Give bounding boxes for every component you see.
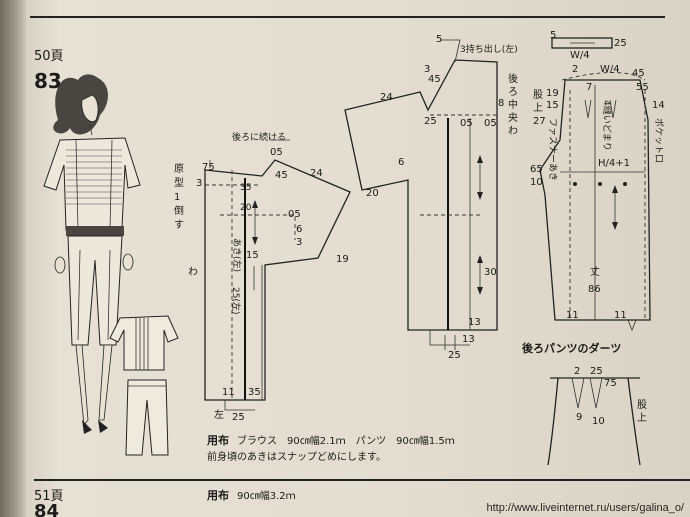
- pants-m-19: 19: [546, 88, 559, 99]
- bf-m-3b: 3: [296, 237, 302, 248]
- pants-pattern: [539, 37, 651, 332]
- pants-hip: H/4+1: [598, 158, 630, 169]
- bf-m-05a: 05: [270, 147, 283, 158]
- pants-m-15: 15: [546, 100, 559, 111]
- blouse-back-pleat: 3持ち出し(左): [460, 43, 518, 55]
- fabric-blouse: ブラウス 90㎝幅2.1ｍ パンツ 90㎝幅1.5ｍ: [237, 434, 455, 447]
- pattern-number: 83: [34, 69, 62, 93]
- page-ref-bottom: 51頁: [34, 489, 64, 504]
- blouse-front-original-1: 原: [174, 163, 184, 175]
- bb-m-05b: 05: [484, 118, 497, 129]
- figure-illustration: [43, 74, 141, 434]
- pants-seam: 4縫いどまり: [601, 100, 613, 151]
- book-fold: [0, 0, 26, 517]
- blouse-front-left: 左: [214, 408, 224, 421]
- pants-length-val: 86: [588, 284, 601, 295]
- pants-m-25: 25: [614, 38, 627, 49]
- pants-m-55: 55: [636, 82, 649, 93]
- bb-m-13a: 13: [468, 317, 481, 328]
- pants-m-14: 14: [652, 100, 665, 111]
- bf-m-25: 25: [232, 412, 245, 423]
- pants-pocket: ポケット口: [653, 118, 664, 163]
- blouse-front-original-5: す: [174, 219, 184, 231]
- bf-m-11: 11: [222, 387, 235, 398]
- flat-sketch-pants: [125, 379, 169, 456]
- blouse-back-center-3: 中: [508, 98, 518, 111]
- blouse-front-original-4: 倒: [174, 205, 184, 217]
- blouse-front-original-3: 1: [174, 192, 180, 203]
- blouse-front-note-top: 後ろに続ける: [232, 131, 286, 143]
- bf-m-19: 19: [336, 254, 349, 265]
- pants-crotch-1: 股: [533, 89, 543, 101]
- bb-m-05a: 05: [460, 118, 473, 129]
- page-ref-top: 50頁: [34, 49, 64, 64]
- bf-m-20: 20: [240, 203, 252, 213]
- fabric-label-2: 用布: [207, 488, 229, 502]
- bf-m-15: 15: [246, 250, 259, 261]
- bf-m-24: 24: [310, 168, 323, 179]
- bf-m-35a: 35: [240, 183, 251, 193]
- pants-m-2: 2: [572, 64, 578, 75]
- fabric-bottom: 90㎝幅3.2ｍ: [237, 489, 296, 502]
- pants-m-11b: 11: [614, 310, 627, 321]
- bb-m-8: 8: [498, 98, 504, 109]
- blouse-front-wa: わ: [188, 266, 198, 278]
- blouse-front-pattern: [204, 139, 351, 411]
- dart-diagram: [547, 377, 641, 466]
- flat-sketch-blouse: [109, 315, 179, 371]
- blouse-front-opening: あき(左): [231, 238, 243, 272]
- bf-m-75: 75: [202, 162, 215, 173]
- bf-m-3a: 3: [196, 178, 202, 189]
- blouse-back-pattern: [344, 39, 498, 350]
- pants-m-5: 5: [550, 30, 556, 41]
- bb-m-20: 20: [366, 188, 379, 199]
- bb-m-25b: 25: [448, 350, 461, 361]
- dart-crotch-2: 上: [637, 412, 647, 424]
- dart-title: 後ろパンツのダーツ: [522, 341, 621, 355]
- bf-m-6: 6: [296, 224, 302, 235]
- dart-m-2: 2: [574, 366, 580, 377]
- pants-length: 丈: [590, 266, 600, 278]
- pants-crotch-2: 上: [533, 102, 543, 114]
- fabric-note: 前身頃のあきはスナップどめにします。: [207, 450, 386, 463]
- bb-m-24: 24: [380, 92, 393, 103]
- bb-m-30: 30: [484, 267, 497, 278]
- bb-m-3: 3: [424, 64, 430, 75]
- blouse-back-center-1: 後: [508, 72, 518, 85]
- pants-m-45: 45: [632, 68, 645, 79]
- dart-m-25: 25: [590, 366, 603, 377]
- pants-waist-top: W/4: [570, 50, 590, 61]
- dart-m-10: 10: [592, 416, 605, 427]
- pants-crotch-val: 27: [533, 116, 546, 127]
- dart-m-9: 9: [576, 412, 582, 423]
- blouse-back-center-2: ろ: [508, 87, 518, 98]
- pants-m-65: 65: [530, 164, 543, 175]
- bf-m-45: 45: [275, 170, 288, 181]
- watermark-url: http://www.liveinternet.ru/users/galina_…: [486, 502, 685, 514]
- pants-m-7: 7: [586, 82, 592, 93]
- bf-m-05b: 05: [288, 209, 301, 220]
- fabric-label: 用布: [207, 433, 229, 447]
- blouse-front-original-2: 型: [174, 176, 184, 189]
- pants-m-10: 10: [530, 177, 543, 188]
- page-ref-bottom-num: 84: [34, 501, 59, 517]
- pants-fastener: ファスナーあき: [547, 118, 558, 181]
- bb-m-25: 25: [424, 116, 437, 127]
- dart-crotch-1: 股: [637, 399, 647, 411]
- pants-waist: W/4: [600, 64, 620, 75]
- blouse-front-opening2: 25(左): [230, 287, 242, 314]
- bb-m-6: 6: [398, 157, 404, 168]
- bb-m-13b: 13: [462, 334, 475, 345]
- bf-m-35b: 35: [248, 387, 261, 398]
- bb-m-45: 45: [428, 74, 441, 85]
- blouse-back-center-5: わ: [508, 125, 518, 137]
- dart-m-75: 75: [604, 378, 617, 389]
- blouse-back-center-4: 央: [508, 111, 518, 124]
- bb-m-5: 5: [436, 34, 442, 45]
- pants-m-11a: 11: [566, 310, 579, 321]
